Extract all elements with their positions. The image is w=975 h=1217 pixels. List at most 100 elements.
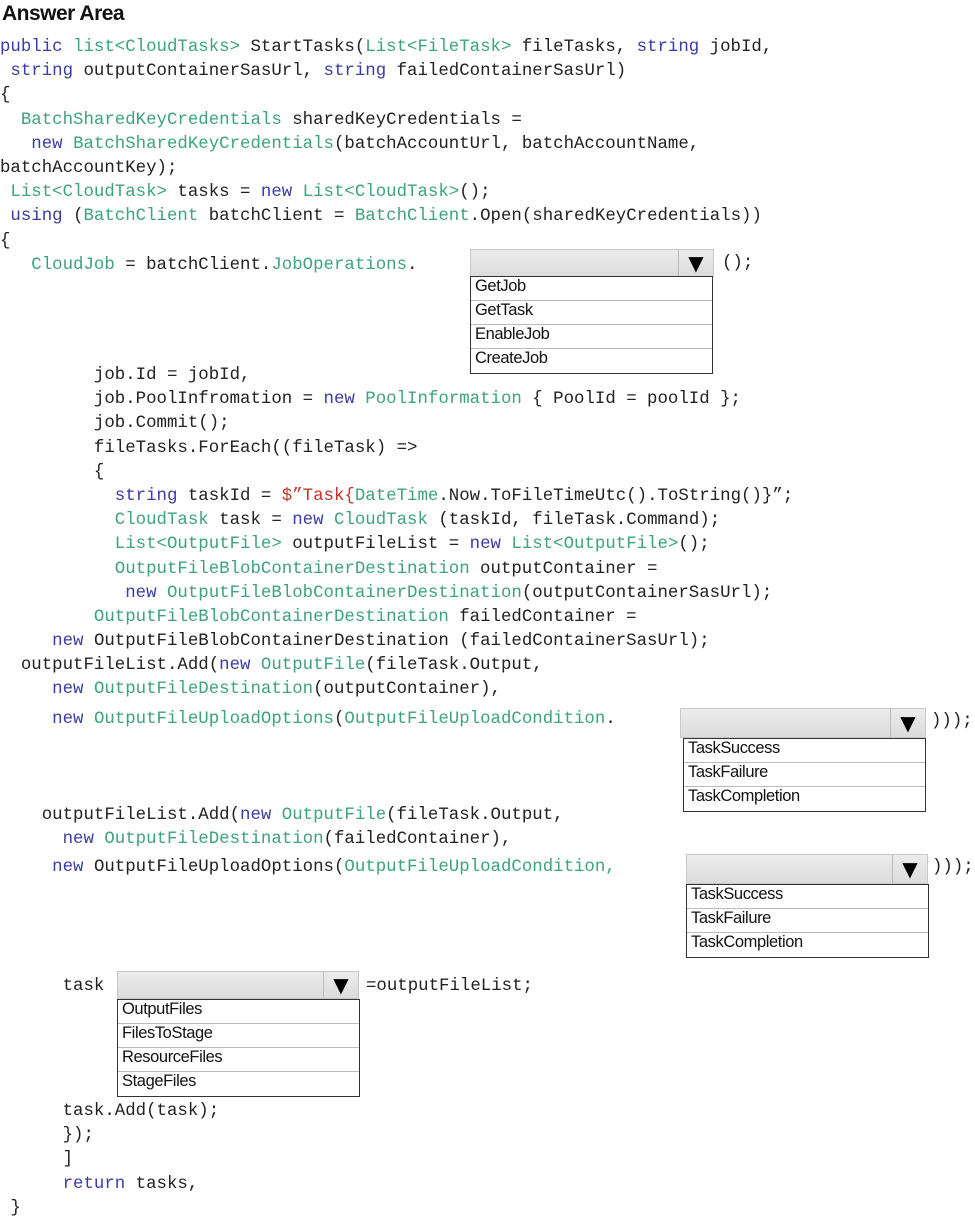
- code-token: OutputFileDestination: [104, 830, 324, 850]
- option-createjob[interactable]: CreateJob: [475, 349, 548, 367]
- code-token: failedContainer =: [448, 607, 637, 627]
- code-token: (: [73, 207, 84, 227]
- code-token: tasks =: [166, 183, 261, 203]
- dropdown-arrow-icon[interactable]: ▼: [890, 709, 925, 737]
- code-line: List<OutputFile> outputFileList = new Li…: [0, 533, 793, 557]
- code-line: task.Add(task);: [0, 1100, 220, 1124]
- code-token: .: [407, 255, 418, 275]
- code-token: task =: [208, 511, 293, 531]
- option-taskfailure[interactable]: TaskFailure: [687, 909, 928, 933]
- option-taskcompletion[interactable]: TaskCompletion: [688, 787, 800, 805]
- dropdown-arrow-icon[interactable]: ▼: [678, 250, 713, 276]
- code-block: public list<CloudTasks> StartTasks(List<…: [0, 36, 772, 278]
- code-line: OutputFileBlobContainerDestination faile…: [0, 606, 793, 630]
- code-token: OutputFileBlobContainerDestination: [0, 607, 449, 627]
- option-resourcefiles[interactable]: ResourceFiles: [118, 1048, 359, 1072]
- code-token: jobId,: [699, 38, 773, 57]
- job-operations-dropdown[interactable]: ▼: [470, 249, 714, 277]
- option-gettask[interactable]: GetTask: [471, 301, 712, 325]
- code-token: string: [323, 62, 387, 82]
- option-tasksuccess[interactable]: TaskSuccess: [684, 739, 925, 763]
- code-token: ();: [678, 535, 710, 555]
- code-line: new OutputFileBlobContainerDestination (…: [0, 630, 793, 654]
- code-token: (fileTask.Output,: [386, 806, 564, 825]
- option-outputfiles[interactable]: OutputFiles: [118, 1000, 359, 1024]
- option-enablejob[interactable]: EnableJob: [471, 325, 712, 349]
- code-token: (taskId, fileTask.Command);: [427, 511, 721, 531]
- code-token: new: [0, 710, 94, 729]
- code-line: new OutputFileDestination(failedContaine…: [0, 828, 564, 852]
- task-property-dropdown[interactable]: ▼: [117, 971, 359, 999]
- code-token: List<OutputFile>: [511, 535, 679, 555]
- option-tasksuccess[interactable]: TaskSuccess: [687, 885, 928, 909]
- answer-area-title: Answer Area: [2, 2, 125, 25]
- code-line: CloudJob = batchClient.JobOperations.: [0, 254, 772, 278]
- code-line: string taskId = $”Task{DateTime.Now.ToFi…: [0, 485, 793, 509]
- code-token: new: [469, 535, 512, 555]
- output-upload-condition-options: TaskSuccess TaskFailure TaskCompletion: [683, 738, 926, 812]
- option-stagefiles[interactable]: StageFiles: [122, 1072, 196, 1090]
- code-token: string: [636, 38, 700, 57]
- code-line: fileTasks.ForEach((fileTask) =>: [0, 437, 793, 461]
- option-filestostage[interactable]: FilesToStage: [118, 1024, 359, 1048]
- code-token: }: [0, 1198, 21, 1217]
- code-token: {: [0, 462, 105, 482]
- option-taskfailure[interactable]: TaskFailure: [684, 763, 925, 787]
- code-token: OutputFileUploadCondition: [344, 710, 606, 729]
- code-token: new: [0, 632, 94, 652]
- code-line: new OutputFileUploadOptions(OutputFileUp…: [0, 708, 616, 732]
- code-token: new: [0, 858, 94, 877]
- option-taskcompletion[interactable]: TaskCompletion: [691, 933, 803, 951]
- code-line: {: [0, 461, 793, 485]
- code-line: return tasks,: [0, 1173, 219, 1197]
- code-tail: =outputFileList;: [366, 977, 533, 996]
- code-token: sharedKeyCredentials =: [281, 110, 522, 130]
- code-token: {: [0, 231, 11, 251]
- dropdown-arrow-icon[interactable]: ▼: [323, 972, 358, 998]
- option-getjob[interactable]: GetJob: [471, 277, 712, 301]
- code-block: new OutputFileUploadOptions(OutputFileUp…: [0, 708, 616, 732]
- code-line: });: [0, 1124, 219, 1148]
- code-token: job.Id = jobId,: [0, 366, 251, 385]
- code-token: { PoolId = poolId };: [521, 390, 741, 410]
- code-token: OutputFileUploadOptions: [93, 710, 334, 729]
- code-token: list<CloudTasks>: [73, 38, 241, 57]
- code-token: (: [333, 710, 345, 729]
- output-upload-condition-dropdown[interactable]: ▼: [680, 708, 926, 738]
- code-line: OutputFileBlobContainerDestination outpu…: [0, 558, 793, 582]
- code-token: CloudJob: [0, 255, 115, 275]
- code-line: string outputContainerSasUrl, string fai…: [0, 60, 772, 84]
- code-line: batchAccountKey);: [0, 157, 772, 181]
- code-token: new: [219, 656, 261, 676]
- code-token: failedContainerSasUrl): [386, 62, 627, 82]
- code-line: using (BatchClient batchClient = BatchCl…: [0, 205, 772, 229]
- code-token: (batchAccountUrl, batchAccountName,: [333, 134, 700, 154]
- code-token: using: [0, 207, 74, 227]
- code-token: outputFileList =: [281, 535, 470, 555]
- dropdown-arrow-icon[interactable]: ▼: [892, 855, 927, 883]
- code-line: new BatchSharedKeyCredentials(batchAccou…: [0, 133, 772, 157]
- code-token: job.PoolInfromation =: [0, 390, 324, 410]
- code-token: ();: [459, 183, 491, 203]
- code-line: job.PoolInfromation = new PoolInformatio…: [0, 388, 793, 412]
- code-token: OutputFile: [260, 656, 366, 676]
- failed-upload-condition-dropdown[interactable]: ▼: [686, 854, 928, 884]
- code-token: OutputFile: [281, 806, 387, 825]
- code-line: List<CloudTask> tasks = new List<CloudTa…: [0, 181, 772, 205]
- code-token: OutputFileBlobContainerDestination: [166, 583, 522, 603]
- code-token: string: [0, 62, 74, 82]
- code-token: batchAccountKey);: [0, 158, 178, 178]
- code-tail: )));: [932, 858, 974, 877]
- code-token: OutputFileBlobContainerDestination: [0, 559, 470, 579]
- code-token: OutputFileUploadOptions(: [93, 858, 345, 877]
- task-property-options: OutputFiles FilesToStage ResourceFiles S…: [117, 999, 360, 1097]
- code-token: List<CloudTask>: [0, 183, 167, 203]
- code-token: public: [0, 38, 74, 57]
- code-block: job.Id = jobId, job.PoolInfromation = ne…: [0, 364, 793, 703]
- code-line: outputFileList.Add(new OutputFile(fileTa…: [0, 654, 793, 678]
- code-token: PoolInformation: [365, 390, 522, 410]
- code-token: (outputContainerSasUrl);: [521, 583, 773, 603]
- code-token: OutputFileDestination: [93, 680, 314, 700]
- code-token: BatchSharedKeyCredentials: [73, 134, 334, 154]
- code-block: task.Add(task); }); ] return tasks, }: [0, 1100, 219, 1217]
